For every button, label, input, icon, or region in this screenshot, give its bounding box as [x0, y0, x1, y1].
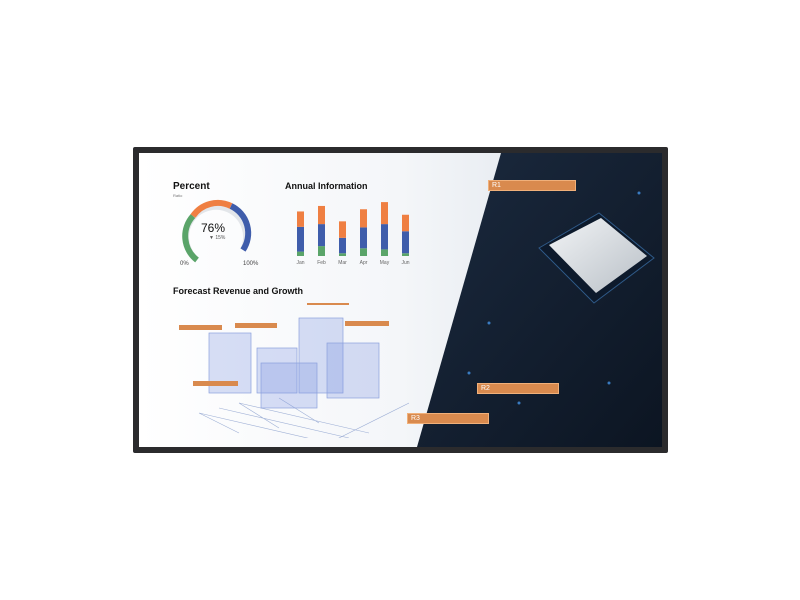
x-tick-label: Feb	[317, 260, 326, 266]
x-tick-label: May	[380, 260, 390, 266]
bar-segment	[339, 221, 346, 238]
callout-label	[307, 303, 349, 305]
callout-label	[179, 325, 222, 330]
cube-3	[298, 317, 344, 394]
gauge-max: 100%	[243, 261, 259, 267]
gauge-blue-arc	[229, 203, 252, 252]
bar-segment	[360, 209, 367, 228]
callout-label	[235, 323, 277, 328]
gauge-min: 0%	[180, 261, 189, 267]
circuit-board-image	[417, 153, 662, 447]
bar-segment	[318, 224, 325, 247]
bar-segment	[381, 202, 388, 225]
gauge-green-arc	[182, 213, 199, 263]
tag-r2: R2	[477, 383, 559, 394]
x-tick-label: Apr	[360, 260, 368, 266]
bar-segment	[297, 226, 304, 252]
bar-segment	[318, 205, 325, 225]
cube-4	[326, 342, 380, 399]
bar-segment	[381, 224, 388, 250]
tag-r3: R3	[407, 413, 489, 424]
bar-segment	[402, 214, 409, 232]
percent-value: 76%	[201, 221, 226, 235]
tag-r1: R1	[488, 180, 576, 191]
bar-segment	[360, 248, 367, 256]
cube-5	[260, 362, 318, 409]
x-tick-label: Jun	[401, 260, 409, 266]
percent-subtitle: Ratio	[173, 193, 183, 198]
callout-label	[345, 321, 389, 326]
bar-segment	[360, 227, 367, 249]
bar-segment	[381, 249, 388, 256]
monitor-screen: Percent Ratio 76% ▼ 15% 0% 100% Annual I…	[139, 153, 662, 447]
bar-segment	[297, 211, 304, 227]
gauge-orange-arc	[190, 199, 233, 218]
bar-segment	[339, 237, 346, 254]
bar-segment	[339, 253, 346, 256]
percent-change: ▼ 15%	[209, 235, 226, 241]
bar-segment	[318, 246, 325, 256]
forecast-3d-chart	[179, 303, 409, 438]
cube-2	[256, 347, 298, 394]
annual-title: Annual Information	[285, 181, 368, 191]
percent-title: Percent	[173, 181, 210, 192]
x-tick-label: Jan	[296, 260, 304, 266]
bar-segment	[297, 251, 304, 256]
bar-segment	[402, 231, 409, 254]
forecast-title: Forecast Revenue and Growth	[173, 286, 304, 296]
bar-segment	[402, 253, 409, 256]
callout-label	[193, 381, 238, 386]
annual-bar-chart: Jan Feb Mar Apr May Jun	[296, 202, 410, 266]
x-tick-label: Mar	[338, 260, 347, 266]
gauge	[182, 199, 252, 263]
